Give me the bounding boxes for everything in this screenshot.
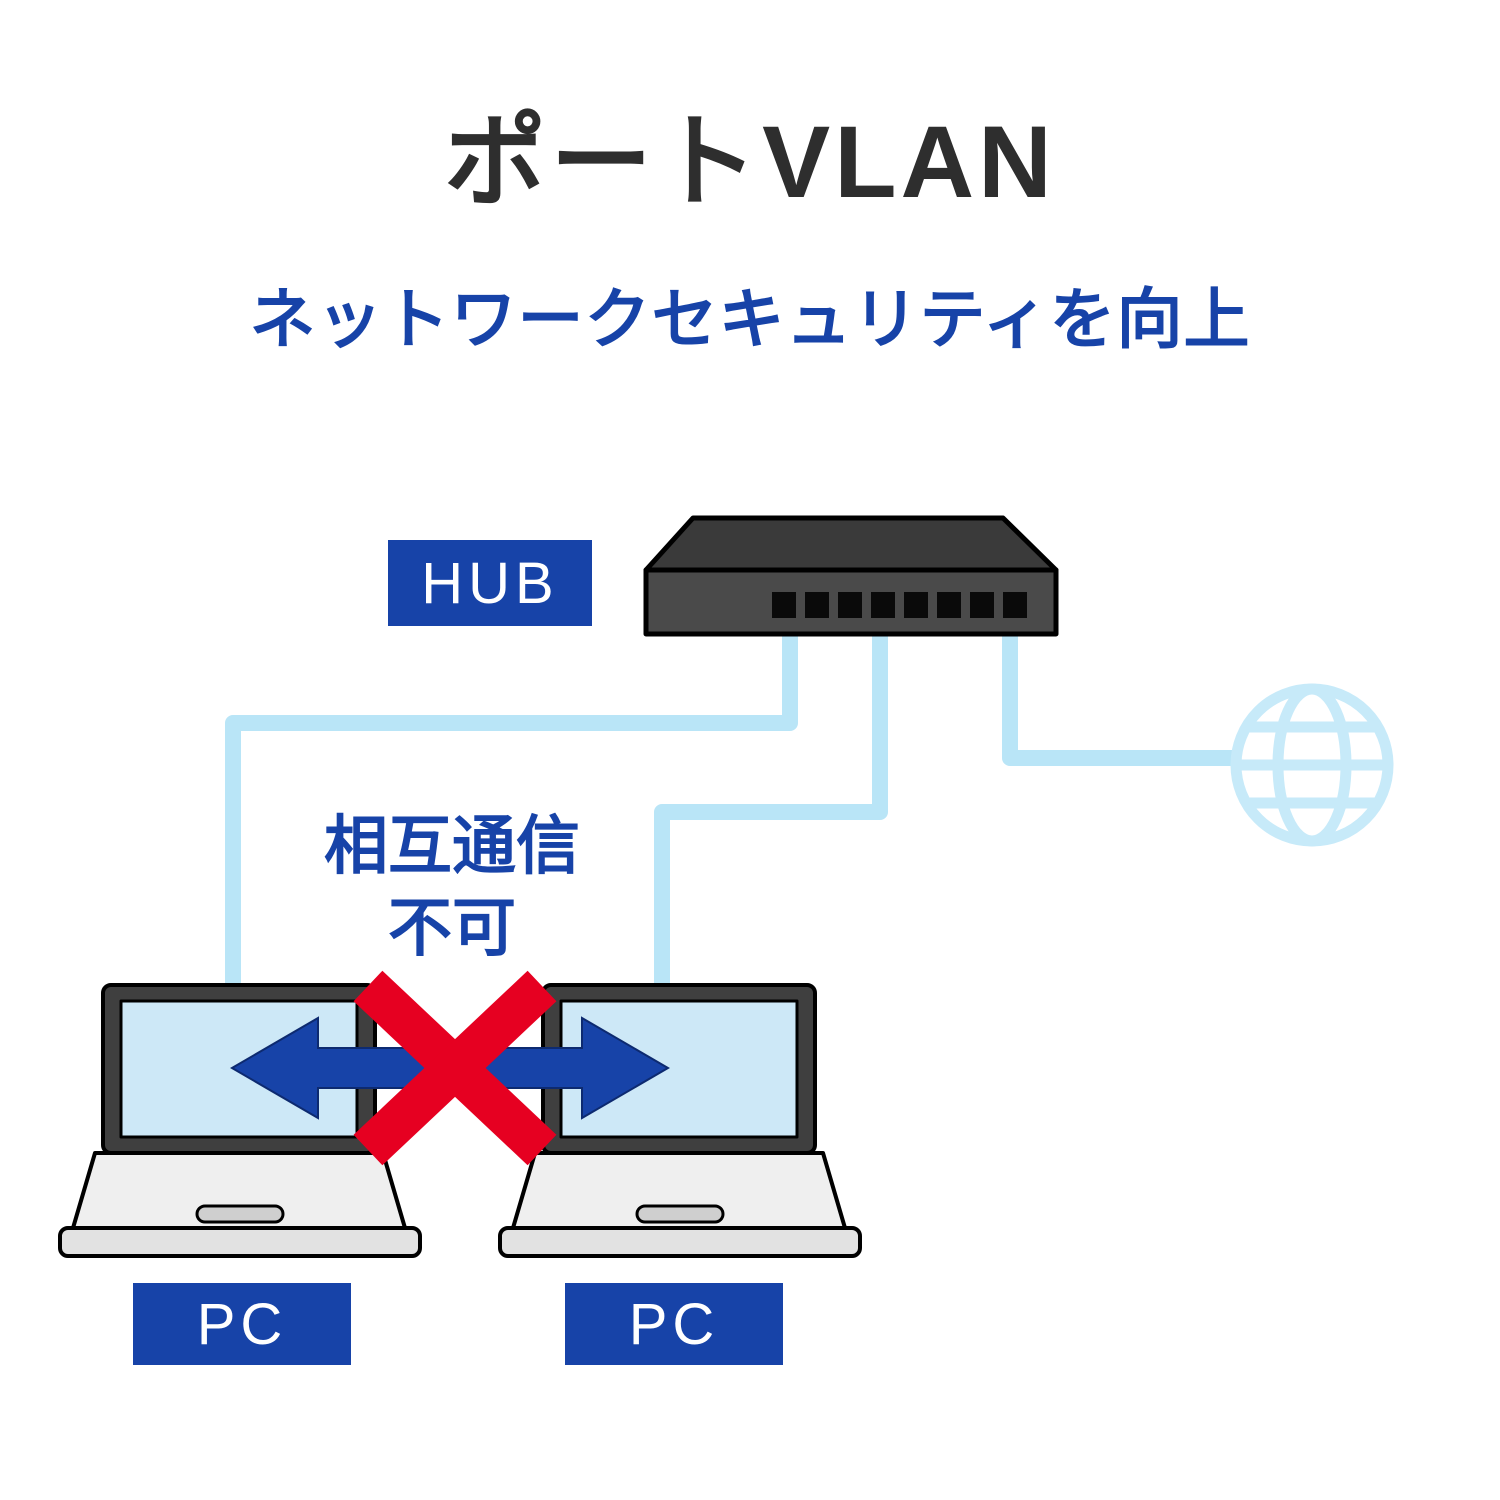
pc-left-laptop (58, 983, 422, 1258)
cross-stroke (353, 970, 557, 1166)
laptop-front-edge (58, 1226, 422, 1258)
pc-right-laptop (498, 983, 862, 1258)
hub-port (904, 592, 928, 618)
laptop-front-edge (498, 1226, 862, 1258)
pc-left-label-text: PC (197, 1292, 288, 1357)
red-cross-icon (353, 970, 557, 1166)
pc-right-label: PC (565, 1283, 783, 1365)
network-cables (225, 600, 1250, 1000)
laptop-trackpad (635, 1204, 725, 1224)
hub-top-face (643, 515, 1059, 573)
hub-port (1003, 592, 1027, 618)
pc-right-label-box (565, 1283, 783, 1365)
hub-device (643, 515, 1059, 637)
hub-label: HUB (388, 540, 592, 626)
annotation-line2: 不可 (388, 892, 516, 964)
hub-label-box (388, 540, 592, 626)
cable-hub-to-internet (1002, 600, 1250, 766)
hub-port (871, 592, 895, 618)
hub-label-text: HUB (421, 551, 558, 616)
hub-port (838, 592, 862, 618)
pc-left-label-box (133, 1283, 351, 1365)
hub-port (772, 592, 796, 618)
hub-port (805, 592, 829, 618)
hub-ports (772, 592, 1027, 618)
page-subtitle: ネットワークセキュリティを向上 (249, 282, 1251, 356)
hub-port (970, 592, 994, 618)
laptop-trackpad (195, 1204, 285, 1224)
globe-icon (1230, 683, 1394, 847)
cable-hub-to-pc-left (225, 600, 798, 1000)
page-title: ポートVLAN (444, 105, 1056, 219)
pc-left-label: PC (133, 1283, 351, 1365)
pc-right-label-text: PC (629, 1292, 720, 1357)
hub-port (937, 592, 961, 618)
cable-hub-to-pc-right (654, 600, 888, 1000)
annotation-line1: 相互通信 (324, 810, 580, 882)
